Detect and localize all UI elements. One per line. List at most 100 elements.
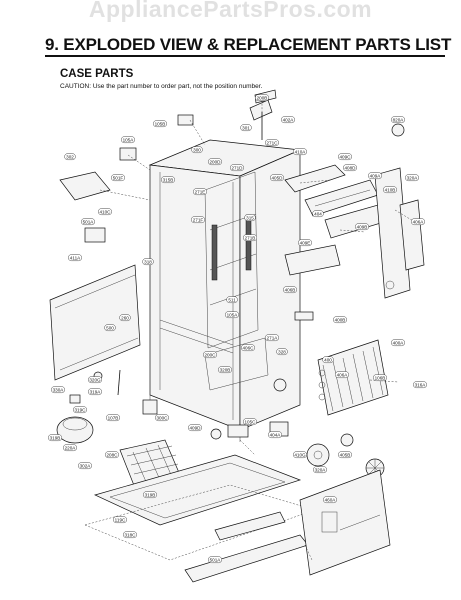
left-panel xyxy=(49,114,194,381)
part-label: 319C xyxy=(73,406,87,414)
caution-note: CAUTION: Use the part number to order pa… xyxy=(60,83,263,90)
part-label-text: 119C xyxy=(115,518,126,523)
part-label: 318C xyxy=(123,531,137,539)
part-label-text: 208C xyxy=(107,453,119,458)
part-label-bubble xyxy=(143,491,157,499)
part-label: 330A xyxy=(51,386,65,394)
part-label-bubble xyxy=(155,414,169,422)
part-label: 408D xyxy=(343,164,357,172)
part-label-bubble xyxy=(298,239,312,247)
part-label: 107B xyxy=(106,414,120,422)
part-label-bubble xyxy=(270,174,284,182)
part-label-text: 406A xyxy=(413,220,425,225)
part-label-bubble xyxy=(88,376,102,384)
part-label-bubble xyxy=(225,311,239,319)
part-label-text: 320A xyxy=(315,468,327,473)
part-label-text: 271E xyxy=(195,190,206,195)
part-label-text: 200C xyxy=(205,353,217,358)
part-label-text: 105A xyxy=(227,313,239,318)
part-label-bubble xyxy=(293,451,307,459)
part-label-bubble xyxy=(48,434,62,442)
part-label-text: 409D xyxy=(190,426,202,431)
part-label-bubble xyxy=(142,258,154,266)
part-label-text: 409B xyxy=(357,225,368,230)
part-label: 320A xyxy=(313,466,327,474)
part-label-bubble xyxy=(413,381,427,389)
section-heading: CASE PARTS xyxy=(60,68,134,80)
part-label-bubble xyxy=(411,218,425,226)
part-label-text: 406A xyxy=(337,373,349,378)
part-label: 409D xyxy=(188,424,202,432)
part-label-bubble xyxy=(193,188,207,196)
part-label: 316A xyxy=(413,381,427,389)
part-label-bubble xyxy=(391,339,405,347)
part-label-text: 400A xyxy=(393,341,405,346)
part-label-bubble xyxy=(405,174,419,182)
part-label: 315B xyxy=(161,176,175,184)
part-label-text: 408D xyxy=(345,166,357,171)
part-label-bubble xyxy=(283,286,297,294)
part-label-bubble xyxy=(113,516,127,524)
part-label: 410A xyxy=(293,148,307,156)
part-label-bubble xyxy=(373,374,387,382)
part-label-bubble xyxy=(88,388,102,396)
part-label-bubble xyxy=(203,351,217,359)
part-label-bubble xyxy=(230,164,244,172)
cabinet-case xyxy=(148,139,302,442)
part-label: 271B xyxy=(243,234,257,242)
part-label: 460A xyxy=(323,496,337,504)
part-label-bubble xyxy=(243,234,257,242)
part-label: 200B xyxy=(255,94,269,102)
part-label-bubble xyxy=(191,216,205,224)
part-label-bubble xyxy=(243,418,257,426)
part-label: 409E xyxy=(298,239,312,247)
part-label: 271F xyxy=(191,216,205,224)
part-label: 315 xyxy=(244,214,256,222)
part-label-text: 320G xyxy=(89,378,101,383)
part-label-text: 302 xyxy=(66,155,74,160)
part-label-bubble xyxy=(281,116,295,124)
part-label-bubble xyxy=(63,444,77,452)
part-label: 410G xyxy=(293,451,307,459)
part-label-text: 320B xyxy=(220,368,231,373)
part-label-text: 315B xyxy=(163,178,174,183)
part-label-bubble xyxy=(105,451,119,459)
part-label: 405D xyxy=(270,174,284,182)
part-label: 411A xyxy=(68,254,82,262)
part-label: 511 xyxy=(226,296,238,304)
part-label: 208C xyxy=(105,451,119,459)
part-label-bubble xyxy=(333,316,347,324)
part-label-text: 107B xyxy=(108,416,119,421)
part-label: 105B xyxy=(153,120,167,128)
part-label: 501F xyxy=(111,174,125,182)
small-parts xyxy=(69,123,405,440)
part-label-text: 318 xyxy=(144,260,152,265)
part-label-bubble xyxy=(153,120,167,128)
part-label-bubble xyxy=(68,254,82,262)
part-label-text: 511 xyxy=(228,298,236,303)
part-label-bubble xyxy=(335,371,349,379)
part-label: 402A xyxy=(281,116,295,124)
part-label: 302 xyxy=(64,153,76,161)
part-label-text: 302A xyxy=(80,464,92,469)
part-label-bubble xyxy=(73,406,87,414)
part-label-bubble xyxy=(265,139,279,147)
part-label: 271A xyxy=(265,334,279,342)
part-label-text: 105B xyxy=(155,122,166,127)
part-label: 400A xyxy=(391,339,405,347)
part-label-bubble xyxy=(338,153,352,161)
part-label-bubble xyxy=(98,208,112,216)
part-label-text: 200B xyxy=(257,96,268,101)
part-label: 501A xyxy=(81,218,95,226)
part-label-text: 271B xyxy=(245,236,256,241)
part-label: 406A xyxy=(335,371,349,379)
part-label: 400 xyxy=(322,356,334,364)
part-label-text: 260 xyxy=(121,316,129,321)
part-label-bubble xyxy=(208,158,222,166)
part-label: 405B xyxy=(338,451,352,459)
part-label-text: 501A xyxy=(83,220,95,225)
part-label: 271E xyxy=(193,188,207,196)
part-label: 319B xyxy=(143,491,157,499)
